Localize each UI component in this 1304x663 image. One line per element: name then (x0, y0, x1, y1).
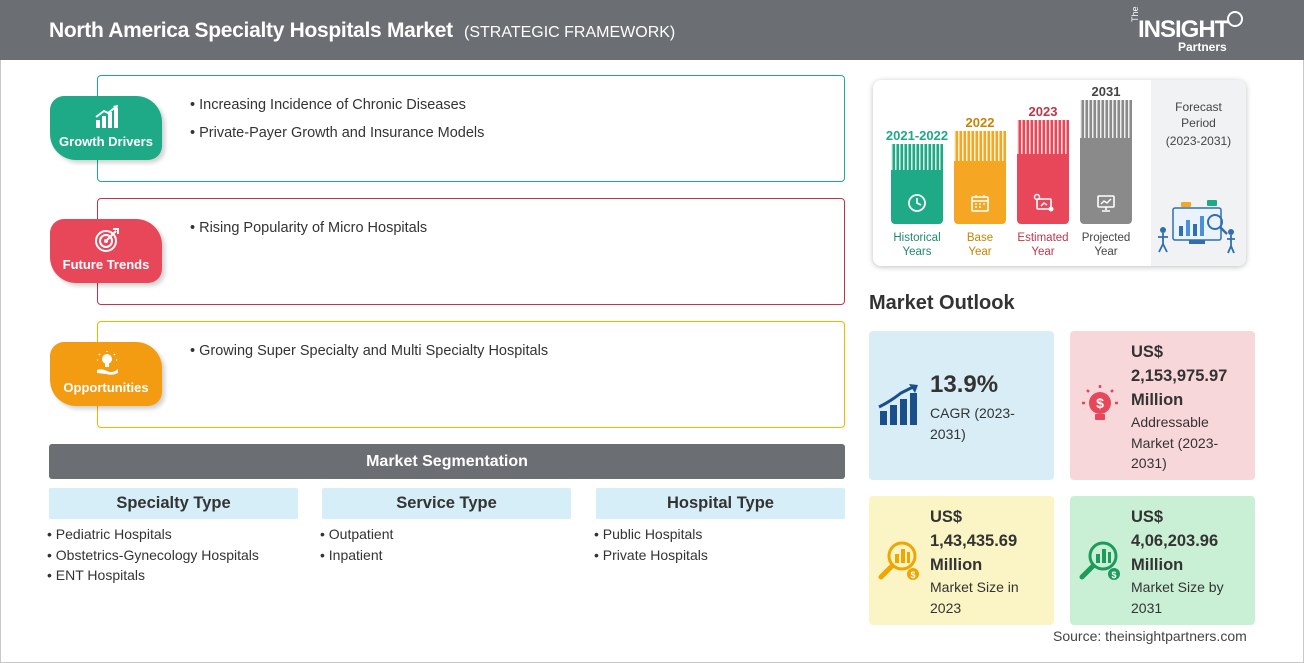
market-outlook-title: Market Outlook (869, 292, 1015, 314)
addressable-market-card: $ US$ 2,153,975.97 Million Addressable M… (1070, 331, 1255, 480)
opportunities-panel: Growing Super Specialty and Multi Specia… (97, 321, 845, 428)
svg-text:$: $ (910, 570, 915, 580)
year-label-historical: 2021-2022 (885, 128, 949, 143)
segment-list-service-type: Outpatient Inpatient (320, 526, 394, 568)
list-item: Outpatient (320, 526, 394, 547)
cagr-value: 13.9% (930, 371, 999, 398)
bar-historical (891, 144, 943, 224)
history-icon (908, 194, 926, 212)
svg-text:$: $ (1111, 570, 1116, 580)
magnifier-chart-icon: $ (1079, 541, 1120, 580)
unit-label: Million (930, 556, 983, 574)
list-item: Growing Super Specialty and Multi Specia… (190, 342, 548, 370)
currency-label: US$ (1131, 508, 1164, 526)
opportunities-tag: Opportunities (50, 342, 162, 406)
bar-base (954, 131, 1006, 224)
tag-label: Growth Drivers (59, 134, 153, 149)
market-size-2031-description: Market Size by 2031 (1131, 579, 1224, 616)
bar-projected (1080, 100, 1132, 224)
list-item: ENT Hospitals (47, 567, 259, 588)
unit-label: Million (1131, 556, 1184, 574)
estimate-icon (1033, 193, 1054, 212)
segment-heading-service-type: Service Type (322, 488, 571, 519)
dollar-bulb-icon: $ (1082, 385, 1118, 420)
future-trends-tag: Future Trends (50, 219, 162, 283)
page-title: North America Specialty Hospitals Market (49, 19, 453, 42)
caption-base: Base Year (966, 232, 994, 258)
projection-icon (1097, 195, 1115, 212)
lightbulb-hand-icon (97, 351, 118, 375)
tag-label: Future Trends (62, 257, 150, 272)
year-label-base: 2022 (965, 115, 995, 130)
header-bar: North America Specialty Hospitals Market… (0, 0, 1304, 60)
magnifier-chart-icon: $ (878, 541, 919, 580)
list-item: Obstetrics-Gynecology Hospitals (47, 547, 259, 568)
list-item: Increasing Incidence of Chronic Diseases (190, 96, 484, 124)
market-size-2031-value: 4,06,203.96 (1131, 532, 1219, 550)
segment-heading-specialty-type: Specialty Type (49, 488, 298, 519)
tag-label: Opportunities (63, 380, 149, 395)
caption-historical: Historical Years (893, 232, 941, 258)
market-size-2023-description: Market Size in 2023 (930, 579, 1019, 616)
year-label-projected: 2031 (1091, 84, 1121, 99)
growth-chart-icon (878, 384, 918, 425)
growth-drivers-tag: Growth Drivers (50, 96, 162, 160)
year-label-estimated: 2023 (1028, 104, 1058, 119)
list-item: Pediatric Hospitals (47, 526, 259, 547)
list-item: Private Hospitals (594, 547, 708, 568)
page-subtitle: (STRATEGIC FRAMEWORK) (464, 24, 676, 41)
growth-chart-icon (95, 105, 118, 128)
caption-projected: Projected Year (1081, 232, 1131, 258)
calendar-icon (971, 195, 989, 212)
list-item: Inpatient (320, 547, 393, 568)
svg-text:$: $ (1096, 395, 1104, 411)
unit-label: Million (1131, 391, 1184, 409)
list-item: Rising Popularity of Micro Hospitals (190, 219, 427, 247)
segmentation-title: Market Segmentation (49, 444, 845, 479)
market-size-2023-card: $ US$ 1,43,435.69 Million Market Size in… (869, 496, 1054, 625)
growth-drivers-panel: Increasing Incidence of Chronic Diseases… (97, 75, 845, 182)
cagr-description: CAGR (2023- 2031) (930, 405, 1015, 442)
cagr-card: 13.9% CAGR (2023- 2031) (869, 331, 1054, 480)
segment-heading-hospital-type: Hospital Type (596, 488, 845, 519)
opportunities-list: Growing Super Specialty and Multi Specia… (190, 342, 548, 370)
analytics-illustration-icon (1158, 200, 1235, 254)
caption-estimated: Estimated Year (1017, 232, 1069, 258)
addressable-market-value: 2,153,975.97 (1131, 367, 1228, 385)
source-note: Source: theinsightpartners.com (1053, 628, 1247, 644)
market-size-2023-value: 1,43,435.69 (930, 532, 1018, 550)
growth-drivers-list: Increasing Incidence of Chronic Diseases… (190, 96, 484, 152)
target-icon (95, 228, 119, 252)
list-item: Private-Payer Growth and Insurance Model… (190, 124, 484, 152)
market-size-2031-card: $ US$ 4,06,203.96 Million Market Size by… (1070, 496, 1255, 625)
future-trends-panel: Rising Popularity of Micro Hospitals (97, 198, 845, 305)
currency-label: US$ (930, 508, 963, 526)
insight-partners-logo: The INSIGHT Partners (1130, 6, 1250, 54)
bar-estimated (1017, 120, 1069, 224)
segment-list-specialty-type: Pediatric Hospitals Obstetrics-Gynecolog… (47, 526, 259, 588)
future-trends-list: Rising Popularity of Micro Hospitals (190, 219, 427, 247)
list-item: Public Hospitals (594, 526, 708, 547)
addressable-market-description: Addressable Market (2023- 2031) (1131, 414, 1219, 471)
currency-label: US$ (1131, 343, 1164, 361)
segment-list-hospital-type: Public Hospitals Private Hospitals (594, 526, 708, 567)
forecast-period: Forecast Period (2023-2031) (1165, 100, 1232, 148)
